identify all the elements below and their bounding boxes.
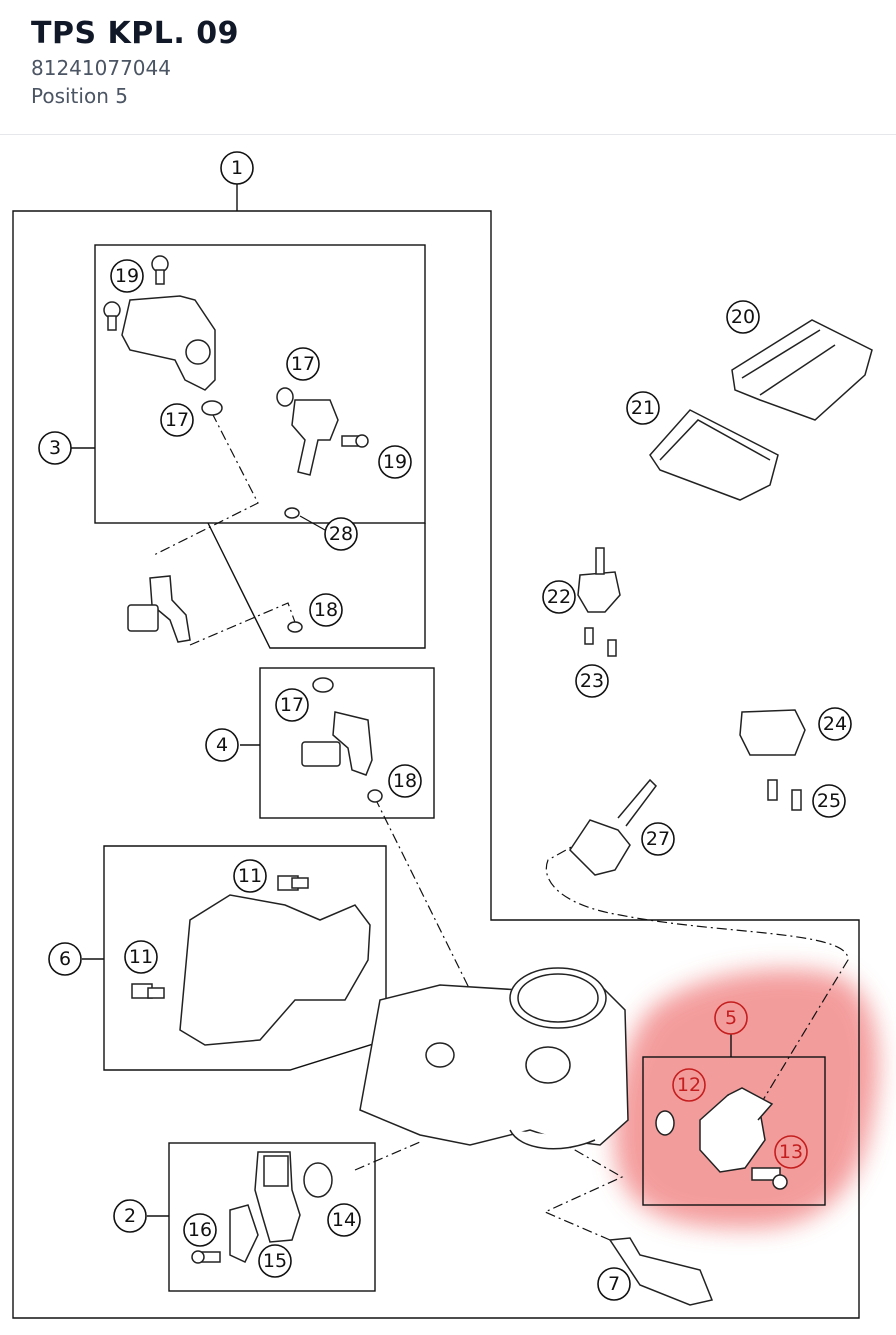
part-title: TPS KPL. 09: [31, 16, 239, 51]
sensor-22: [577, 571, 621, 613]
callout-16[interactable]: 16: [183, 1213, 217, 1247]
svg-text:11: 11: [238, 865, 262, 887]
callout-6[interactable]: 6: [48, 942, 82, 976]
exploded-parts-diagram: 1 2 3 4 5 6 7 11 11 12 13 14 15 16 17 17…: [12, 151, 879, 1319]
callout-11[interactable]: 11: [124, 940, 158, 974]
svg-text:11: 11: [129, 946, 153, 968]
part-number: 81241077044: [31, 56, 171, 80]
svg-text:6: 6: [59, 948, 71, 970]
callout-20[interactable]: 20: [726, 300, 760, 334]
part-position: Position 5: [31, 84, 128, 108]
callout-23[interactable]: 23: [575, 664, 609, 698]
callout-17[interactable]: 17: [275, 688, 309, 722]
svg-text:17: 17: [280, 694, 304, 716]
callout-28[interactable]: 28: [324, 517, 358, 551]
svg-text:21: 21: [631, 397, 655, 419]
callout-12[interactable]: 12: [672, 1068, 706, 1102]
callout-5[interactable]: 5: [714, 1001, 748, 1035]
group-4-frame: [259, 667, 435, 819]
callout-24[interactable]: 24: [818, 707, 852, 741]
callout-2[interactable]: 2: [113, 1199, 147, 1233]
callout-14[interactable]: 14: [327, 1203, 361, 1237]
callout-4[interactable]: 4: [205, 728, 239, 762]
svg-text:22: 22: [547, 586, 571, 608]
svg-text:24: 24: [823, 713, 847, 735]
parts-artwork: [103, 255, 873, 1306]
callout-19[interactable]: 19: [110, 259, 144, 293]
svg-text:12: 12: [677, 1074, 701, 1096]
svg-text:13: 13: [779, 1141, 803, 1163]
callout-1[interactable]: 1: [220, 151, 254, 185]
callout-18[interactable]: 18: [309, 593, 343, 627]
callout-22[interactable]: 22: [542, 580, 576, 614]
group-6-frame: [103, 845, 387, 1071]
callouts: 1 2 3 4 5 6 7 11 11 12 13 14 15 16 17 17…: [38, 151, 852, 1301]
svg-text:7: 7: [608, 1273, 620, 1295]
svg-text:17: 17: [291, 353, 315, 375]
group-1-bracket: [12, 210, 860, 1319]
callout-3[interactable]: 3: [38, 431, 72, 465]
callout-13[interactable]: 13: [774, 1135, 808, 1169]
callout-7[interactable]: 7: [597, 1267, 631, 1301]
svg-text:19: 19: [383, 451, 407, 473]
svg-text:5: 5: [725, 1007, 737, 1029]
throttle-cover: [179, 894, 371, 1046]
group-3-subframe: [207, 522, 426, 649]
svg-text:27: 27: [646, 828, 670, 850]
callout-21[interactable]: 21: [626, 391, 660, 425]
fuel-connector: [291, 399, 339, 476]
svg-text:20: 20: [731, 306, 755, 328]
svg-text:18: 18: [314, 599, 338, 621]
group-5-frame: [642, 1056, 826, 1206]
svg-text:18: 18: [393, 770, 417, 792]
svg-text:28: 28: [329, 523, 353, 545]
callout-18[interactable]: 18: [388, 764, 422, 798]
sensor-24: [739, 709, 806, 756]
callout-25[interactable]: 25: [812, 784, 846, 818]
part-header: TPS KPL. 09 81241077044 Position 5: [0, 0, 896, 135]
callout-17[interactable]: 17: [286, 347, 320, 381]
svg-text:4: 4: [216, 734, 228, 756]
svg-text:3: 3: [49, 437, 61, 459]
svg-text:17: 17: [165, 409, 189, 431]
valve-7: [608, 1237, 714, 1306]
callout-15[interactable]: 15: [258, 1244, 292, 1278]
injector-2: [332, 711, 373, 776]
svg-text:1: 1: [231, 157, 243, 179]
svg-text:19: 19: [115, 265, 139, 287]
callout-17[interactable]: 17: [160, 403, 194, 437]
group-2-frame: [168, 1142, 376, 1292]
tps-o-ring: [655, 1110, 675, 1136]
ecu-20: [731, 319, 873, 421]
callout-11[interactable]: 11: [233, 859, 267, 893]
svg-text:16: 16: [188, 1219, 212, 1241]
svg-text:23: 23: [580, 670, 604, 692]
injector-bracket: [121, 295, 216, 391]
group-3-frame: [94, 244, 426, 524]
callout-19[interactable]: 19: [378, 445, 412, 479]
svg-text:2: 2: [124, 1205, 136, 1227]
callout-27[interactable]: 27: [641, 822, 675, 856]
svg-text:14: 14: [332, 1209, 356, 1231]
svg-text:15: 15: [263, 1250, 287, 1272]
sensor-27: [569, 819, 631, 876]
svg-text:25: 25: [817, 790, 841, 812]
